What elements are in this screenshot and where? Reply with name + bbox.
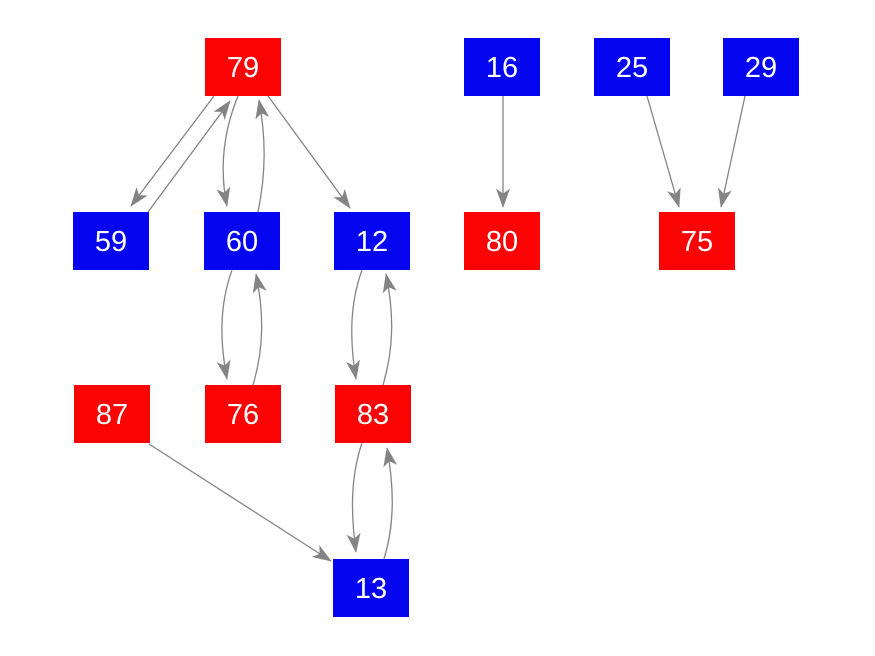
graph-node-80[interactable]: 80 [464, 212, 540, 270]
graph-node-59[interactable]: 59 [73, 212, 149, 270]
edge-79-60[interactable] [216, 95, 239, 207]
edge-83-12[interactable] [382, 273, 397, 386]
node-label: 13 [354, 573, 388, 605]
graph-node-29[interactable]: 29 [723, 38, 799, 96]
node-label: 75 [680, 226, 714, 258]
node-label: 76 [226, 399, 260, 431]
edge-60-76[interactable] [216, 269, 233, 380]
graph-node-76[interactable]: 76 [205, 385, 281, 443]
edge-13-83[interactable] [383, 447, 398, 560]
node-label: 29 [744, 52, 778, 84]
edge-29-75[interactable] [718, 95, 746, 208]
edge-79-59[interactable] [130, 95, 215, 207]
node-label: 16 [485, 52, 519, 84]
graph-node-79[interactable]: 79 [205, 38, 281, 96]
graph-node-83[interactable]: 83 [335, 385, 411, 443]
graph-node-13[interactable]: 13 [333, 559, 409, 617]
graph-node-12[interactable]: 12 [334, 212, 410, 270]
node-label: 25 [615, 52, 649, 84]
edge-83-13[interactable] [346, 442, 363, 553]
edge-79-12[interactable] [267, 95, 351, 209]
node-label: 80 [485, 226, 519, 258]
graph-node-25[interactable]: 25 [594, 38, 670, 96]
edge-12-83[interactable] [346, 269, 363, 380]
graph-node-16[interactable]: 16 [464, 38, 540, 96]
edge-76-60[interactable] [252, 273, 267, 386]
edge-25-75[interactable] [646, 95, 681, 208]
node-label: 60 [225, 226, 259, 258]
edge-59-79[interactable] [147, 100, 231, 213]
graph-node-87[interactable]: 87 [74, 385, 150, 443]
node-label: 79 [226, 52, 260, 84]
edge-60-79[interactable] [255, 99, 270, 213]
node-label: 12 [355, 226, 389, 258]
edge-87-13[interactable] [148, 443, 332, 562]
node-label: 87 [95, 399, 129, 431]
graph-node-60[interactable]: 60 [204, 212, 280, 270]
node-label: 83 [356, 399, 390, 431]
graph-node-75[interactable]: 75 [659, 212, 735, 270]
node-label: 59 [94, 226, 128, 258]
edge-group [130, 95, 746, 562]
